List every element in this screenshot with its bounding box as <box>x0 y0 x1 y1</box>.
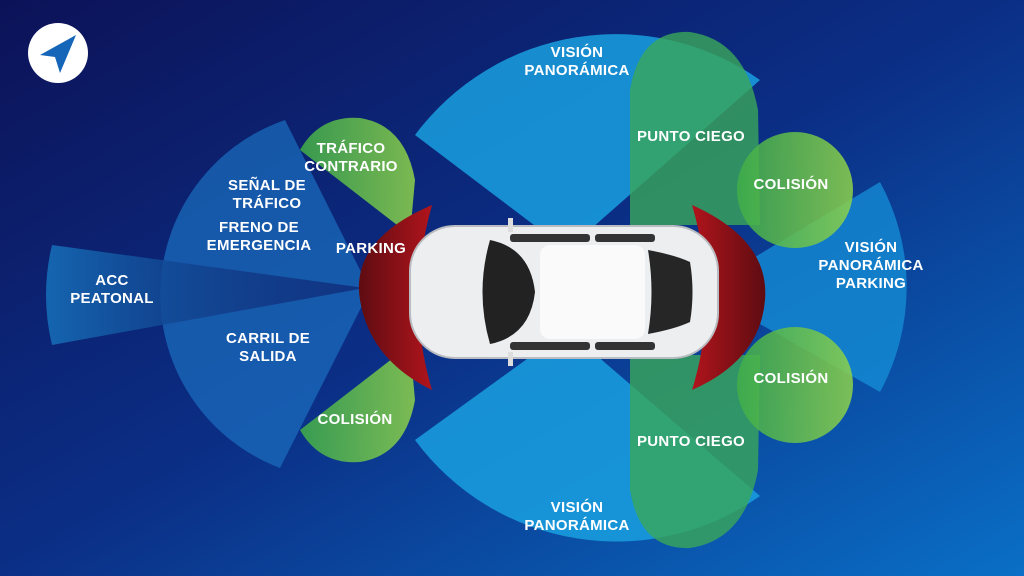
label-carril-salida: CARRIL DE SALIDA <box>225 330 311 365</box>
acc-zone <box>46 245 365 345</box>
label-senal-trafico: SEÑAL DE TRÁFICO <box>228 177 306 212</box>
label-acc-peatonal: ACC PEATONAL <box>70 272 154 307</box>
label-vision-panoramica-parking: VISIÓN PANORÁMICA PARKING <box>818 239 924 292</box>
label-parking: PARKING <box>335 240 407 257</box>
label-colision-rear-top: COLISIÓN <box>753 176 829 193</box>
blind-spot-top-zone <box>630 31 760 225</box>
label-punto-ciego-bottom: PUNTO CIEGO <box>636 433 746 450</box>
roof <box>540 245 645 339</box>
label-colision-rear-bottom: COLISIÓN <box>753 370 829 387</box>
windshield <box>482 240 535 344</box>
panoramic-parking-zone <box>700 182 907 392</box>
label-vision-panoramica-top: VISIÓN PANORÁMICA <box>524 44 630 79</box>
label-freno-emergencia: FRENO DE EMERGENCIA <box>206 219 312 254</box>
collision-rear-bottom-zone <box>737 327 853 443</box>
rear-window <box>648 250 693 334</box>
cross-traffic-zone <box>300 117 415 235</box>
logo <box>28 23 88 83</box>
collision-rear-top-zone <box>737 132 853 248</box>
collision-front-zone <box>300 345 415 463</box>
blind-spot-bottom-zone <box>630 355 760 549</box>
label-trafico-contrario: TRÁFICO CONTRARIO <box>304 140 398 175</box>
label-vision-panoramica-bottom: VISIÓN PANORÁMICA <box>524 499 630 534</box>
label-punto-ciego-top: PUNTO CIEGO <box>636 128 746 145</box>
car <box>409 218 719 366</box>
navigation-arrow-icon <box>40 35 76 73</box>
label-colision-front: COLISIÓN <box>317 411 393 428</box>
